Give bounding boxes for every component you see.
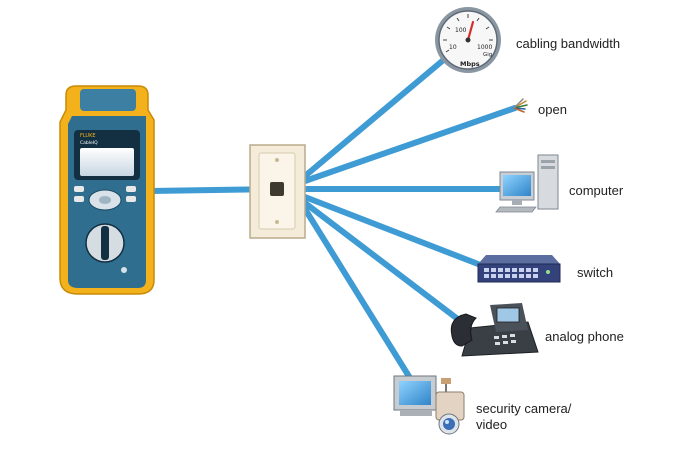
label-analog-phone: analog phone: [545, 329, 624, 344]
gauge-needle: [466, 20, 475, 42]
cable-camera: [302, 206, 413, 381]
cable-gauge: [302, 54, 450, 179]
gauge-tick-100: 100: [455, 27, 467, 34]
label-cabling-bandwidth: cabling bandwidth: [516, 36, 621, 51]
gauge-unit-gig: Gig: [483, 52, 492, 58]
switch-icon: [477, 255, 561, 283]
security-camera-icon: [393, 375, 465, 435]
label-video: video: [476, 417, 508, 432]
cable-open: [302, 105, 518, 184]
gauge-tick-10: 10: [449, 44, 457, 51]
gauge-unit-mbps: Mbps: [460, 60, 480, 68]
label-open: open: [538, 102, 567, 117]
wall-plate: [249, 144, 306, 239]
label-switch: switch: [577, 265, 614, 280]
jack-port-icon: [270, 182, 284, 196]
tester-model: CableIQ: [80, 140, 98, 146]
label-computer: computer: [569, 183, 624, 198]
gauge-tick-1000: 1000: [477, 44, 492, 51]
open-wire-strands: [513, 98, 528, 113]
analog-phone-icon: [450, 303, 539, 357]
label-security-camera: security camera/: [476, 401, 572, 416]
tester-screen: [80, 148, 134, 176]
bandwidth-gauge-icon: 10 100 1000 Gig Mbps: [435, 7, 501, 73]
cable-phone: [302, 200, 462, 323]
tester-brand: FLUKE: [80, 133, 96, 139]
cables: [147, 54, 518, 381]
computer-icon: [495, 154, 559, 213]
cable-switch: [302, 194, 481, 267]
cable-tester-device: FLUKE CableIQ: [59, 85, 155, 295]
